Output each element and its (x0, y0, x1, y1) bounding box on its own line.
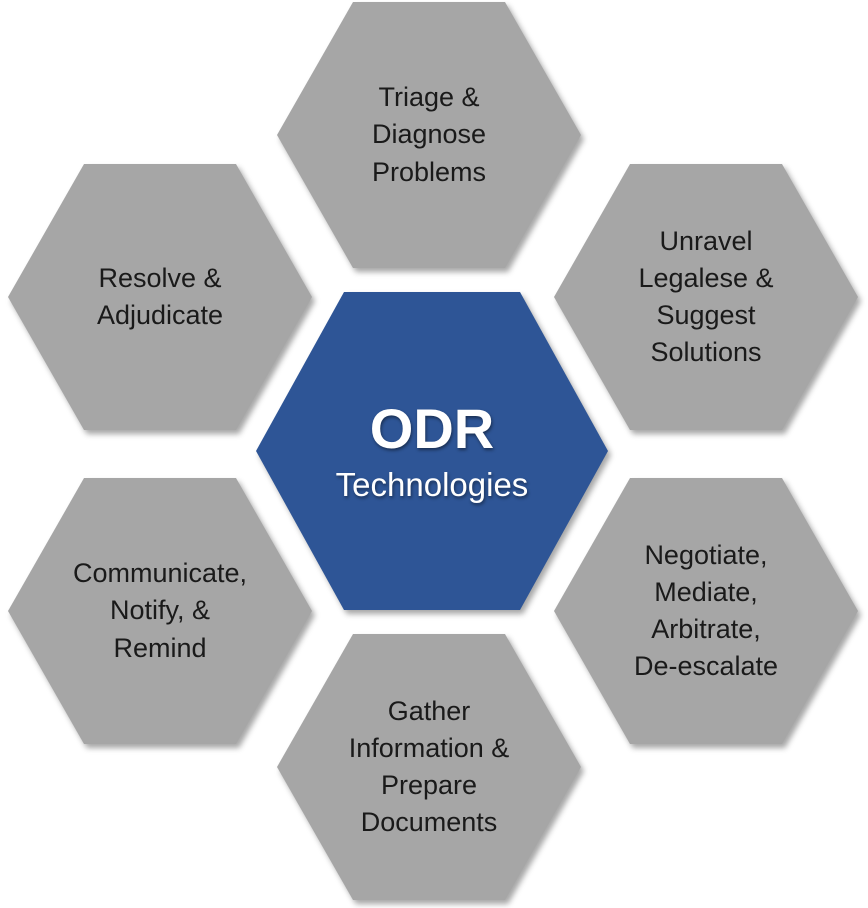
hexagon-label-triage-diagnose: Triage & Diagnose Problems (371, 82, 487, 187)
hexagon-shape: Unravel Legalese & Suggest Solutions (554, 164, 858, 430)
hexagon-shape: Communicate, Notify, & Remind (8, 478, 312, 744)
center-subtitle: Technologies (335, 465, 529, 503)
hexagon-unravel-legalese: Unravel Legalese & Suggest Solutions (554, 164, 858, 430)
hexagon-resolve-adjudicate: Resolve & Adjudicate (8, 164, 312, 430)
hexagon-odr-center: ODR Technologies (256, 292, 608, 610)
hexagon-triage-diagnose: Triage & Diagnose Problems (277, 2, 581, 268)
hexagon-shape: Triage & Diagnose Problems (277, 2, 581, 268)
hexagon-label-communicate-notify: Communicate, Notify, & Remind (72, 558, 248, 663)
hexagon-negotiate-mediate: Negotiate, Mediate, Arbitrate, De-escala… (554, 478, 858, 744)
hexagon-label-negotiate-mediate: Negotiate, Mediate, Arbitrate, De-escala… (633, 539, 779, 682)
hexagon-shape: Gather Information & Prepare Documents (277, 634, 581, 900)
hexagon-gather-information: Gather Information & Prepare Documents (277, 634, 581, 900)
center-text-group: ODR Technologies (336, 398, 529, 504)
hexagon-label-gather-information: Gather Information & Prepare Documents (348, 695, 510, 838)
hexagon-label-resolve-adjudicate: Resolve & Adjudicate (96, 262, 224, 330)
hexagon-label-unravel-legalese: Unravel Legalese & Suggest Solutions (638, 225, 774, 368)
center-title: ODR (369, 397, 495, 461)
hexagon-shape: Negotiate, Mediate, Arbitrate, De-escala… (554, 478, 858, 744)
hexagon-communicate-notify: Communicate, Notify, & Remind (8, 478, 312, 744)
